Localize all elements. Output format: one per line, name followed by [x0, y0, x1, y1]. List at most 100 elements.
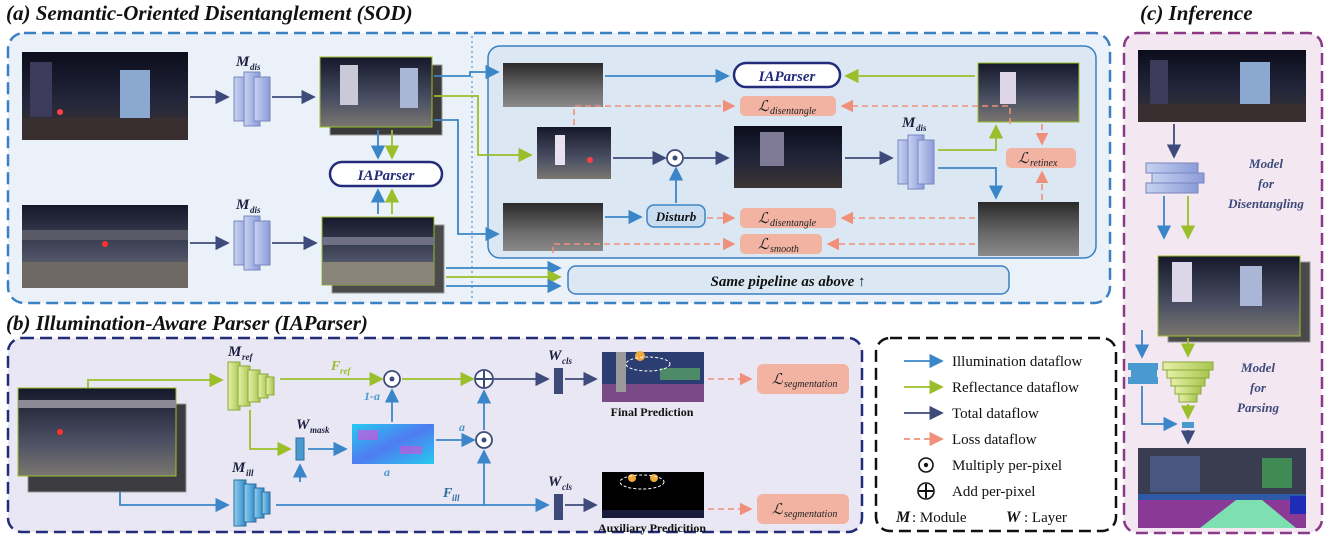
- m-ill-sub: ill: [246, 468, 254, 478]
- w-cls-label-bottom: W: [548, 474, 563, 490]
- m-dis-module-inner: [897, 134, 935, 190]
- inference-arrows: [1134, 124, 1196, 445]
- iaparser-label-inner: IAParser: [758, 69, 816, 85]
- inference-disentangle-module: [1145, 162, 1205, 194]
- loss-symbol: ℒ: [772, 372, 784, 388]
- reflectance-image-mid: [537, 127, 611, 179]
- m-dis-label-inner: M: [901, 115, 916, 131]
- sod-loss-arrows: [552, 99, 1049, 253]
- f-ill-label: F: [442, 486, 453, 501]
- loss-sub: disentangle: [770, 106, 817, 117]
- m-ill-module: [233, 479, 271, 527]
- recomposed-image: [734, 126, 842, 188]
- m-ill-label: M: [231, 460, 246, 476]
- m-dis-sub-bottom: dis: [250, 205, 261, 215]
- final-prediction-label: Final Prediction: [611, 405, 694, 419]
- multiply-legend-label: Multiply per-pixel: [952, 458, 1062, 474]
- loss-disentangle-bottom: ℒ disentangle: [740, 208, 836, 229]
- loss-sub: retinex: [1030, 158, 1058, 169]
- same-pipeline-label: Same pipeline as above ↑: [711, 274, 866, 290]
- w-cls-sub-top: cls: [562, 356, 572, 366]
- panel-a-title: (a) Semantic-Oriented Disentanglement (S…: [6, 1, 413, 25]
- w-mask-label: W: [296, 417, 311, 433]
- loss-smooth: ℒ smooth: [740, 234, 822, 255]
- w-cls-layer-bottom: [554, 494, 563, 520]
- inference-output-map: [1138, 448, 1306, 528]
- module-key-text: : Module: [912, 510, 967, 526]
- loss-sub: segmentation: [784, 379, 837, 390]
- multiply-node-ref-dot: [389, 376, 395, 382]
- legend-label-1: Reflectance dataflow: [952, 380, 1079, 396]
- one-minus-a-label: 1-a: [364, 389, 380, 403]
- module-key: M: [895, 509, 911, 526]
- loss-segmentation-bottom: ℒ segmentation: [757, 494, 849, 524]
- legend-label-0: Illumination dataflow: [952, 354, 1083, 370]
- w-cls-layer-top: [554, 368, 563, 394]
- illumination-image-right: [978, 202, 1079, 256]
- loss-symbol: ℒ: [1018, 151, 1030, 167]
- attention-map-a: [352, 424, 434, 464]
- f-ref-label: F: [330, 359, 341, 374]
- m-dis-module-bottom: [233, 215, 271, 271]
- inference-input-image: [1138, 50, 1306, 122]
- auxiliary-prediction-label: Auxiliary Predicition: [598, 521, 706, 535]
- disentangled-stack-bottom: [321, 216, 445, 294]
- a-weight-label: a: [459, 420, 465, 434]
- illumination-image-bottom: [503, 203, 603, 251]
- add-legend-label: Add per-pixel: [952, 484, 1035, 500]
- input-image-top: [22, 52, 188, 140]
- loss-retinex: ℒ retinex: [1006, 148, 1076, 169]
- inference-parse-line1: Model: [1240, 360, 1275, 375]
- inference-dis-line2: for: [1258, 176, 1275, 191]
- panel-b-title: (b) Illumination-Aware Parser (IAParser): [6, 311, 368, 335]
- layer-key: W: [1006, 509, 1022, 526]
- w-mask-sub: mask: [310, 425, 330, 435]
- legend-label-2: Total dataflow: [952, 406, 1039, 422]
- w-cls-sub-bottom: cls: [562, 482, 572, 492]
- inference-dis-line3: Disentangling: [1227, 196, 1304, 211]
- f-ref-sub: ref: [340, 366, 351, 376]
- multiply-node-sod-dot: [672, 155, 678, 161]
- inference-disentangled-stack: [1157, 255, 1311, 343]
- same-pipeline-box: [567, 265, 1010, 295]
- m-dis-sub-inner: dis: [916, 123, 927, 133]
- loss-segmentation-top: ℒ segmentation: [757, 364, 849, 394]
- m-dis-label-bottom: M: [235, 197, 250, 213]
- w-mask-layer: [295, 437, 305, 461]
- multiply-legend-icon-dot: [923, 462, 929, 468]
- input-image-bottom: [22, 205, 188, 288]
- m-ref-label: M: [227, 344, 242, 360]
- inference-dis-line1: Model: [1248, 156, 1283, 171]
- loss-sub: segmentation: [784, 509, 837, 520]
- loss-symbol: ℒ: [758, 211, 770, 227]
- m-ref-module: [227, 361, 275, 411]
- iaparser-box-left: [328, 160, 444, 188]
- loss-sub: smooth: [770, 244, 799, 255]
- loss-symbol: ℒ: [758, 99, 770, 115]
- disturb-label: Disturb: [655, 209, 697, 224]
- w-cls-label-top: W: [548, 348, 563, 364]
- iaparser-input-stack: [17, 387, 187, 493]
- loss-sub: disentangle: [770, 218, 817, 229]
- loss-disentangle-top: ℒ disentangle: [740, 96, 836, 117]
- sod-arrows: [190, 64, 1004, 294]
- iaparser-loss-arrows: [708, 372, 753, 516]
- layer-key-text: : Layer: [1024, 510, 1067, 526]
- disturb-box: [646, 204, 706, 228]
- auxiliary-prediction-map: [602, 472, 704, 518]
- final-prediction-map: [602, 351, 704, 402]
- inference-parse-module: [1162, 361, 1214, 428]
- m-dis-sub-top: dis: [250, 62, 261, 72]
- iaparser-arrows: [87, 371, 598, 513]
- inference-parse-line2: for: [1250, 380, 1267, 395]
- f-ill-sub: ill: [452, 493, 460, 503]
- legend-label-3: Loss dataflow: [952, 432, 1037, 448]
- panel-c-title: (c) Inference: [1140, 1, 1253, 25]
- multiply-node-ill-dot: [481, 437, 487, 443]
- loss-symbol: ℒ: [772, 502, 784, 518]
- reflectance-image-right: [977, 62, 1080, 123]
- m-dis-module-top: [233, 71, 271, 127]
- illumination-image-top: [503, 63, 603, 107]
